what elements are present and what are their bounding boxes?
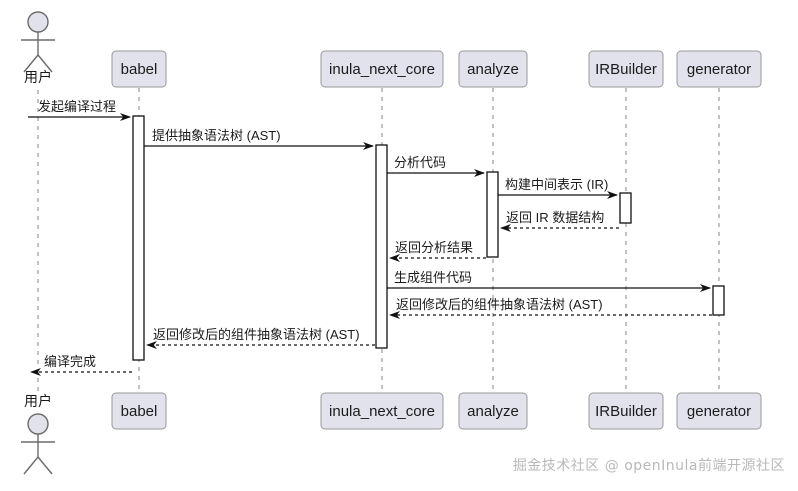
participant-box-babel [111, 50, 167, 88]
message-9-label: 返回修改后的组件抽象语法树 (AST) [153, 327, 360, 342]
participant-label-analyze-bottom: analyze [467, 403, 519, 420]
activation-bar-irbuilder [619, 192, 632, 224]
participant-box-irbuilder [588, 50, 664, 88]
participant-label-babel-bottom: babel [121, 403, 158, 420]
activation-bar-babel [132, 115, 145, 361]
message-6-label: 返回分析结果 [395, 240, 473, 255]
participant-label-irbuilder: IRBuilder [595, 61, 657, 78]
message-2[interactable]: 提供抽象语法树 (AST) [144, 128, 374, 150]
message-3-label: 分析代码 [394, 155, 446, 170]
actor-left-leg-bottom [23, 456, 39, 475]
participant-footer-irbuilder[interactable]: IRBuilder [588, 392, 664, 430]
participant-box-inula-next-core-bottom [320, 392, 444, 430]
message-8[interactable]: 返回修改后的组件抽象语法树 (AST) [389, 297, 712, 319]
message-9[interactable]: 返回修改后的组件抽象语法树 (AST) [146, 327, 375, 349]
participant-label-inula-next-core-bottom: inula_next_core [329, 403, 435, 420]
participant-label-generator-bottom: generator [687, 403, 751, 420]
activation-bar-inula-next-core [375, 144, 388, 349]
message-1-label: 发起编译过程 [38, 99, 116, 114]
watermark-text: 掘金技术社区 @ openInula前端开源社区 [513, 457, 785, 474]
participant-header-analyze[interactable]: analyze [458, 50, 528, 88]
participant-footer-generator[interactable]: generator [676, 392, 762, 430]
participant-label-generator: generator [687, 61, 751, 78]
message-6[interactable]: 返回分析结果 [389, 240, 486, 262]
participant-box-babel-bottom [111, 392, 167, 430]
participant-label-irbuilder-bottom: IRBuilder [595, 403, 657, 420]
message-4[interactable]: 构建中间表示 (IR) [498, 177, 618, 199]
message-8-label: 返回修改后的组件抽象语法树 (AST) [396, 297, 603, 312]
activation-bar-analyze [486, 171, 499, 258]
actor-user-top[interactable]: 用户 [21, 11, 55, 85]
actor-head-icon-bottom [27, 413, 49, 435]
message-7[interactable]: 生成组件代码 [387, 270, 711, 292]
message-3[interactable]: 分析代码 [387, 155, 485, 177]
participant-header-inula-next-core[interactable]: inula_next_core [320, 50, 444, 88]
message-2-label: 提供抽象语法树 (AST) [152, 128, 281, 143]
participant-header-irbuilder[interactable]: IRBuilder [588, 50, 664, 88]
participant-box-irbuilder-bottom [588, 392, 664, 430]
actor-user-bottom-label: 用户 [24, 393, 52, 409]
participant-footer-analyze[interactable]: analyze [458, 392, 528, 430]
participant-box-generator-bottom [676, 392, 762, 430]
message-7-label: 生成组件代码 [394, 270, 472, 285]
participant-header-generator[interactable]: generator [676, 50, 762, 88]
actor-user-bottom[interactable]: 用户 [21, 393, 55, 475]
participant-label-inula-next-core: inula_next_core [329, 61, 435, 78]
participant-header-babel[interactable]: babel [111, 50, 167, 88]
participant-label-babel: babel [121, 61, 158, 78]
participant-box-analyze-bottom [458, 392, 528, 430]
participant-label-analyze: analyze [467, 61, 519, 78]
message-10-label: 编译完成 [44, 354, 96, 369]
actor-right-leg-bottom [37, 456, 53, 475]
message-10[interactable]: 编译完成 [30, 354, 132, 376]
participant-box-inula-next-core [320, 50, 444, 88]
participant-box-analyze [458, 50, 528, 88]
actor-head-icon [27, 11, 49, 33]
message-5-label: 返回 IR 数据结构 [506, 210, 604, 225]
activation-bar-generator [712, 285, 725, 316]
actor-right-leg [37, 54, 53, 73]
message-5[interactable]: 返回 IR 数据结构 [500, 210, 619, 232]
participant-box-generator [676, 50, 762, 88]
actor-user-top-label: 用户 [24, 69, 52, 85]
message-1[interactable]: 发起编译过程 [28, 99, 131, 121]
actor-left-leg [23, 54, 39, 73]
participant-footer-inula-next-core[interactable]: inula_next_core [320, 392, 444, 430]
participant-footer-babel[interactable]: babel [111, 392, 167, 430]
message-4-label: 构建中间表示 (IR) [505, 177, 608, 192]
